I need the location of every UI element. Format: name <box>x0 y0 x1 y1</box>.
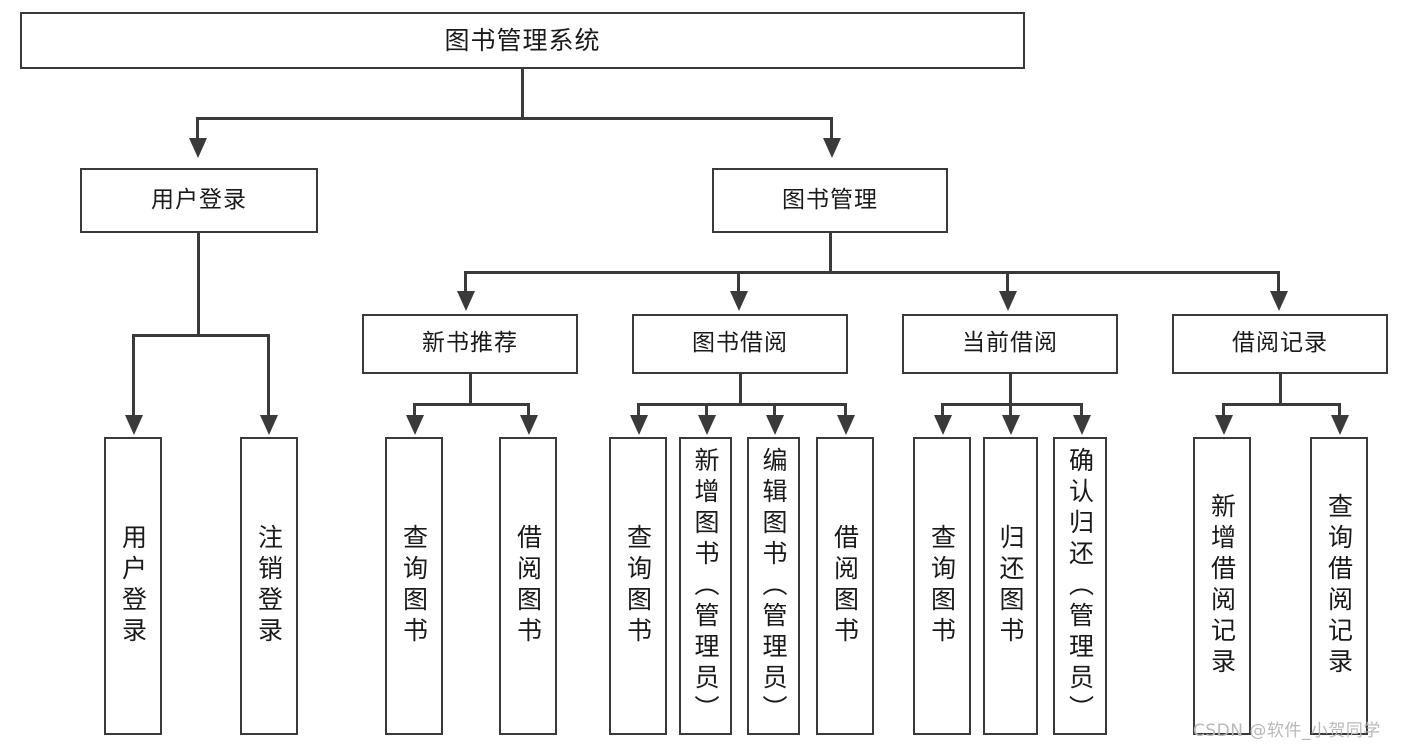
leaf-current-query-book[interactable]: 查询图书 <box>913 437 971 735</box>
node-book-management[interactable]: 图书管理 <box>712 168 948 233</box>
leaf-borrow-edit-book-admin[interactable]: 编辑图书（管理员） <box>747 437 800 735</box>
node-label: 新书推荐 <box>422 330 518 357</box>
arrowhead-current-leaf1 <box>934 415 952 435</box>
connector-borrow-to-leaf1 <box>637 403 640 417</box>
connector-record-to-leaf1 <box>1222 403 1225 417</box>
leaf-borrow-borrow-book[interactable]: 借阅图书 <box>816 437 874 735</box>
arrowhead-borrow-leaf4 <box>837 415 855 435</box>
node-label: 编辑图书（管理员） <box>759 446 788 726</box>
arrowhead-userlogin-leaf1 <box>125 415 143 435</box>
arrowhead-current-leaf2 <box>1002 415 1020 435</box>
arrowhead-to-newbook <box>457 291 475 311</box>
connector-userlogin-to-leaf2 <box>267 334 270 417</box>
node-root-system[interactable]: 图书管理系统 <box>20 12 1025 69</box>
connector-bookmgmt-to-borrow <box>737 271 740 293</box>
arrowhead-userlogin-leaf2 <box>260 415 278 435</box>
connector-record-bus <box>1222 403 1341 406</box>
csdn-watermark: CSDN @软件_小贺同学 <box>1193 716 1381 741</box>
node-label: 用户登录 <box>118 524 148 648</box>
arrowhead-to-bookmgmt <box>823 138 841 158</box>
connector-current-to-leaf1 <box>941 403 944 417</box>
arrowhead-to-current <box>999 291 1017 311</box>
arrowhead-borrow-leaf2 <box>698 415 716 435</box>
node-label: 借阅记录 <box>1232 330 1328 357</box>
connector-root-bus <box>196 117 833 120</box>
connector-current-to-leaf3 <box>1080 403 1083 417</box>
connector-root-stem <box>521 69 524 117</box>
connector-userlogin-to-leaf1 <box>132 334 135 417</box>
node-label: 注销登录 <box>254 524 284 648</box>
leaf-user-login[interactable]: 用户登录 <box>104 437 162 735</box>
watermark-text: CSDN @软件_小贺同学 <box>1193 721 1381 741</box>
connector-bookmgmt-bus <box>464 271 1280 274</box>
node-label: 查询图书 <box>623 524 653 648</box>
arrowhead-newbook-leaf1 <box>406 415 424 435</box>
connector-userlogin-bus <box>132 334 269 337</box>
connector-record-to-leaf2 <box>1338 403 1341 417</box>
node-user-login[interactable]: 用户登录 <box>80 168 318 233</box>
node-current-borrow[interactable]: 当前借阅 <box>902 314 1118 374</box>
arrowhead-to-borrow <box>730 291 748 311</box>
node-label: 借阅图书 <box>830 524 860 648</box>
connector-borrow-stem <box>739 374 742 403</box>
connector-bookmgmt-to-newbook <box>464 271 467 293</box>
node-label: 归还图书 <box>996 524 1025 648</box>
node-label: 当前借阅 <box>962 330 1058 357</box>
node-label: 查询图书 <box>399 524 429 648</box>
arrowhead-to-userlogin <box>189 138 207 158</box>
leaf-record-query-record[interactable]: 查询借阅记录 <box>1310 437 1368 735</box>
arrowhead-borrow-leaf3 <box>766 415 784 435</box>
connector-newbook-stem <box>469 374 472 403</box>
connector-root-to-userlogin <box>196 117 199 140</box>
connector-borrow-to-leaf3 <box>773 403 776 417</box>
leaf-borrow-add-book-admin[interactable]: 新增图书（管理员） <box>679 437 732 735</box>
connector-newbook-to-leaf1 <box>413 403 416 417</box>
leaf-current-confirm-return-admin[interactable]: 确认归还（管理员） <box>1053 437 1107 735</box>
leaf-logout[interactable]: 注销登录 <box>240 437 298 735</box>
leaf-newbook-borrow-book[interactable]: 借阅图书 <box>499 437 557 735</box>
leaf-record-add-record[interactable]: 新增借阅记录 <box>1193 437 1251 735</box>
node-label: 查询借阅记录 <box>1324 493 1354 679</box>
connector-newbook-to-leaf2 <box>527 403 530 417</box>
node-label: 新增借阅记录 <box>1207 493 1237 679</box>
connector-borrow-bus <box>637 403 847 406</box>
arrowhead-to-record <box>1270 291 1288 311</box>
connector-bookmgmt-to-record <box>1277 271 1280 293</box>
leaf-current-return-book[interactable]: 归还图书 <box>983 437 1038 735</box>
node-new-book-recommend[interactable]: 新书推荐 <box>362 314 578 374</box>
arrowhead-current-leaf3 <box>1073 415 1091 435</box>
connector-newbook-bus <box>413 403 530 406</box>
node-book-borrow[interactable]: 图书借阅 <box>632 314 848 374</box>
node-label: 图书管理系统 <box>444 25 601 55</box>
connector-borrow-to-leaf2 <box>705 403 708 417</box>
connector-borrow-to-leaf4 <box>844 403 847 417</box>
connector-root-to-bookmgmt <box>830 117 833 140</box>
node-borrow-record[interactable]: 借阅记录 <box>1172 314 1388 374</box>
node-label: 借阅图书 <box>513 524 543 648</box>
arrowhead-borrow-leaf1 <box>630 415 648 435</box>
connector-current-bus <box>941 403 1083 406</box>
arrowhead-record-leaf1 <box>1215 415 1233 435</box>
leaf-newbook-query-book[interactable]: 查询图书 <box>385 437 443 735</box>
connector-current-to-leaf2 <box>1009 403 1012 417</box>
connector-record-stem <box>1279 374 1282 403</box>
connector-current-stem <box>1009 374 1012 403</box>
arrowhead-record-leaf2 <box>1331 415 1349 435</box>
arrowhead-newbook-leaf2 <box>520 415 538 435</box>
node-label: 新增图书（管理员） <box>691 446 720 726</box>
leaf-borrow-query-book[interactable]: 查询图书 <box>609 437 667 735</box>
node-label: 图书借阅 <box>692 330 788 357</box>
node-label: 查询图书 <box>927 524 957 648</box>
connector-userlogin-stem <box>197 233 200 334</box>
connector-bookmgmt-to-current <box>1006 271 1009 293</box>
node-label: 图书管理 <box>782 186 878 213</box>
node-label: 用户登录 <box>151 186 247 213</box>
node-label: 确认归还（管理员） <box>1065 446 1095 726</box>
connector-bookmgmt-stem <box>829 233 832 271</box>
